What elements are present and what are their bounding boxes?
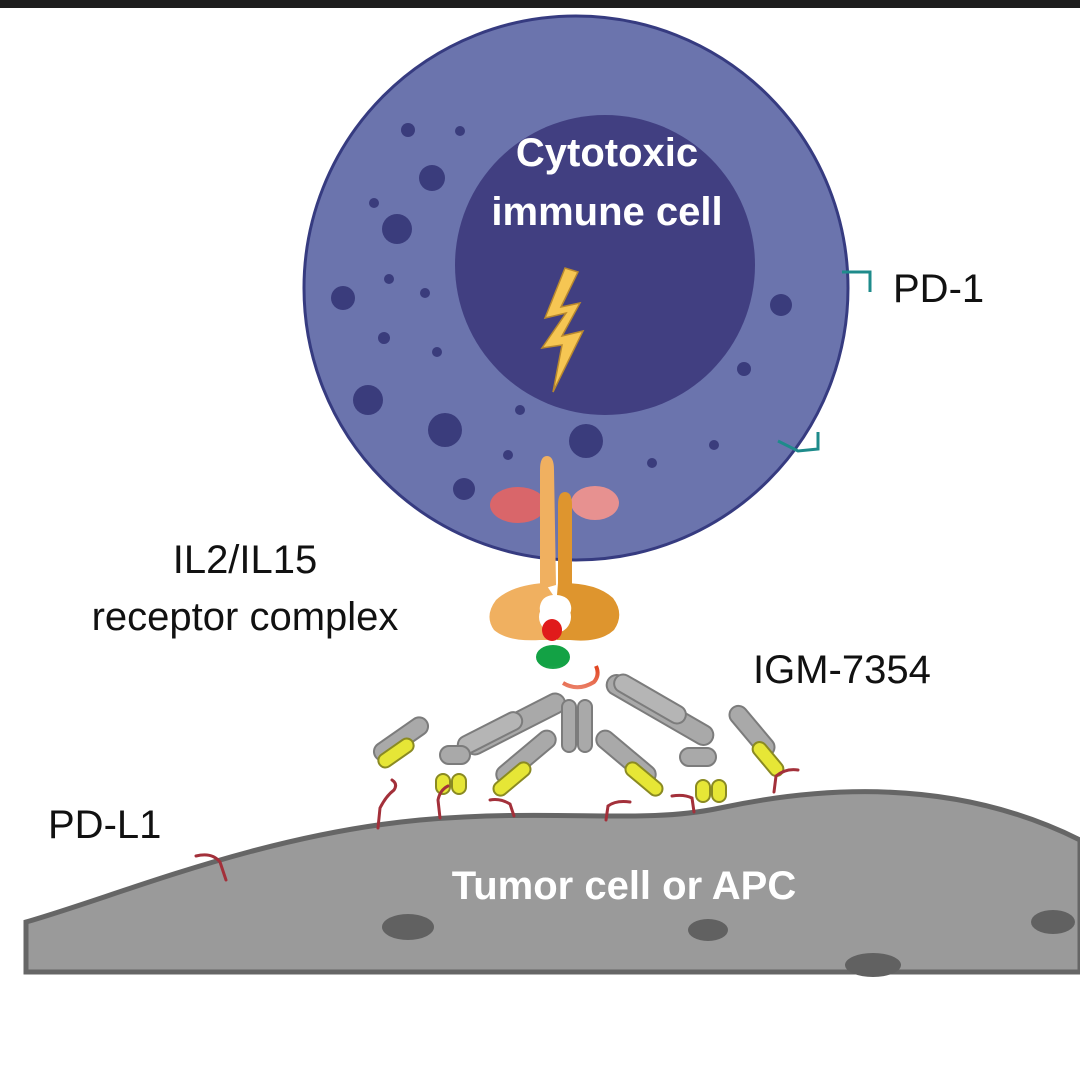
drug-label: IGM-7354	[753, 648, 931, 692]
immune-cell-title-line2: immune cell	[491, 190, 722, 234]
pdl1-ligand	[772, 768, 800, 794]
granule	[384, 274, 394, 284]
antibody-arm-center	[492, 699, 664, 797]
granule	[419, 165, 445, 191]
granule	[453, 478, 475, 500]
antibody-arm-right	[605, 673, 785, 803]
igm-antibody	[372, 665, 785, 805]
receptor-subunit-light	[540, 456, 556, 590]
pdl1-ligand	[670, 793, 696, 814]
pdl1-ligand	[488, 798, 516, 818]
tumor-granule	[382, 914, 434, 940]
granule	[647, 458, 657, 468]
receptor-subunit-pink	[490, 487, 546, 523]
granule	[455, 126, 465, 136]
granule	[382, 214, 412, 244]
granule	[378, 332, 390, 344]
antibody-arm-left	[372, 692, 567, 795]
tumor-cell-label: Tumor cell or APC	[452, 864, 797, 908]
cytokine-green	[536, 645, 570, 669]
tumor-granule	[845, 953, 901, 977]
granule	[503, 450, 513, 460]
receptor-foot-dark	[557, 582, 620, 641]
receptor-subunit-pink	[571, 486, 619, 520]
granule	[401, 123, 415, 137]
granules	[331, 123, 792, 500]
receptor-label-line2: receptor complex	[92, 595, 399, 639]
pdl1-label: PD-L1	[48, 803, 161, 847]
immune-cell-nucleus	[455, 115, 755, 415]
tumor-granule	[688, 919, 728, 941]
granule	[420, 288, 430, 298]
pdl1-ligand	[194, 853, 228, 882]
pd1-receptor	[777, 432, 820, 453]
granule	[331, 286, 355, 310]
tumor-granule	[1031, 910, 1075, 934]
pdl1-ligand	[376, 778, 398, 830]
pd1-receptor	[842, 270, 872, 292]
pdl1-ligands	[194, 768, 800, 882]
granule	[515, 405, 525, 415]
pd1-receptors	[777, 270, 872, 453]
receptor-foot-light	[489, 583, 553, 641]
granule	[432, 347, 442, 357]
pdl1-ligand	[604, 800, 632, 822]
granule	[369, 198, 379, 208]
receptor-label-line1: IL2/IL15	[173, 538, 318, 582]
receptor-complex	[489, 456, 620, 690]
top-border	[0, 0, 1080, 8]
granule	[709, 440, 719, 450]
pdl1-ligand	[436, 784, 450, 820]
granule	[428, 413, 462, 447]
lightning-icon	[540, 267, 585, 393]
granule	[569, 424, 603, 458]
granule	[770, 294, 792, 316]
cytokine-red	[542, 619, 562, 641]
granule	[737, 362, 751, 376]
pd1-label: PD-1	[893, 267, 984, 311]
immune-cell	[302, 14, 850, 562]
granule	[353, 385, 383, 415]
immune-cell-title-line1: Cytotoxic	[516, 131, 698, 175]
receptor-subunit-dark	[558, 492, 572, 588]
